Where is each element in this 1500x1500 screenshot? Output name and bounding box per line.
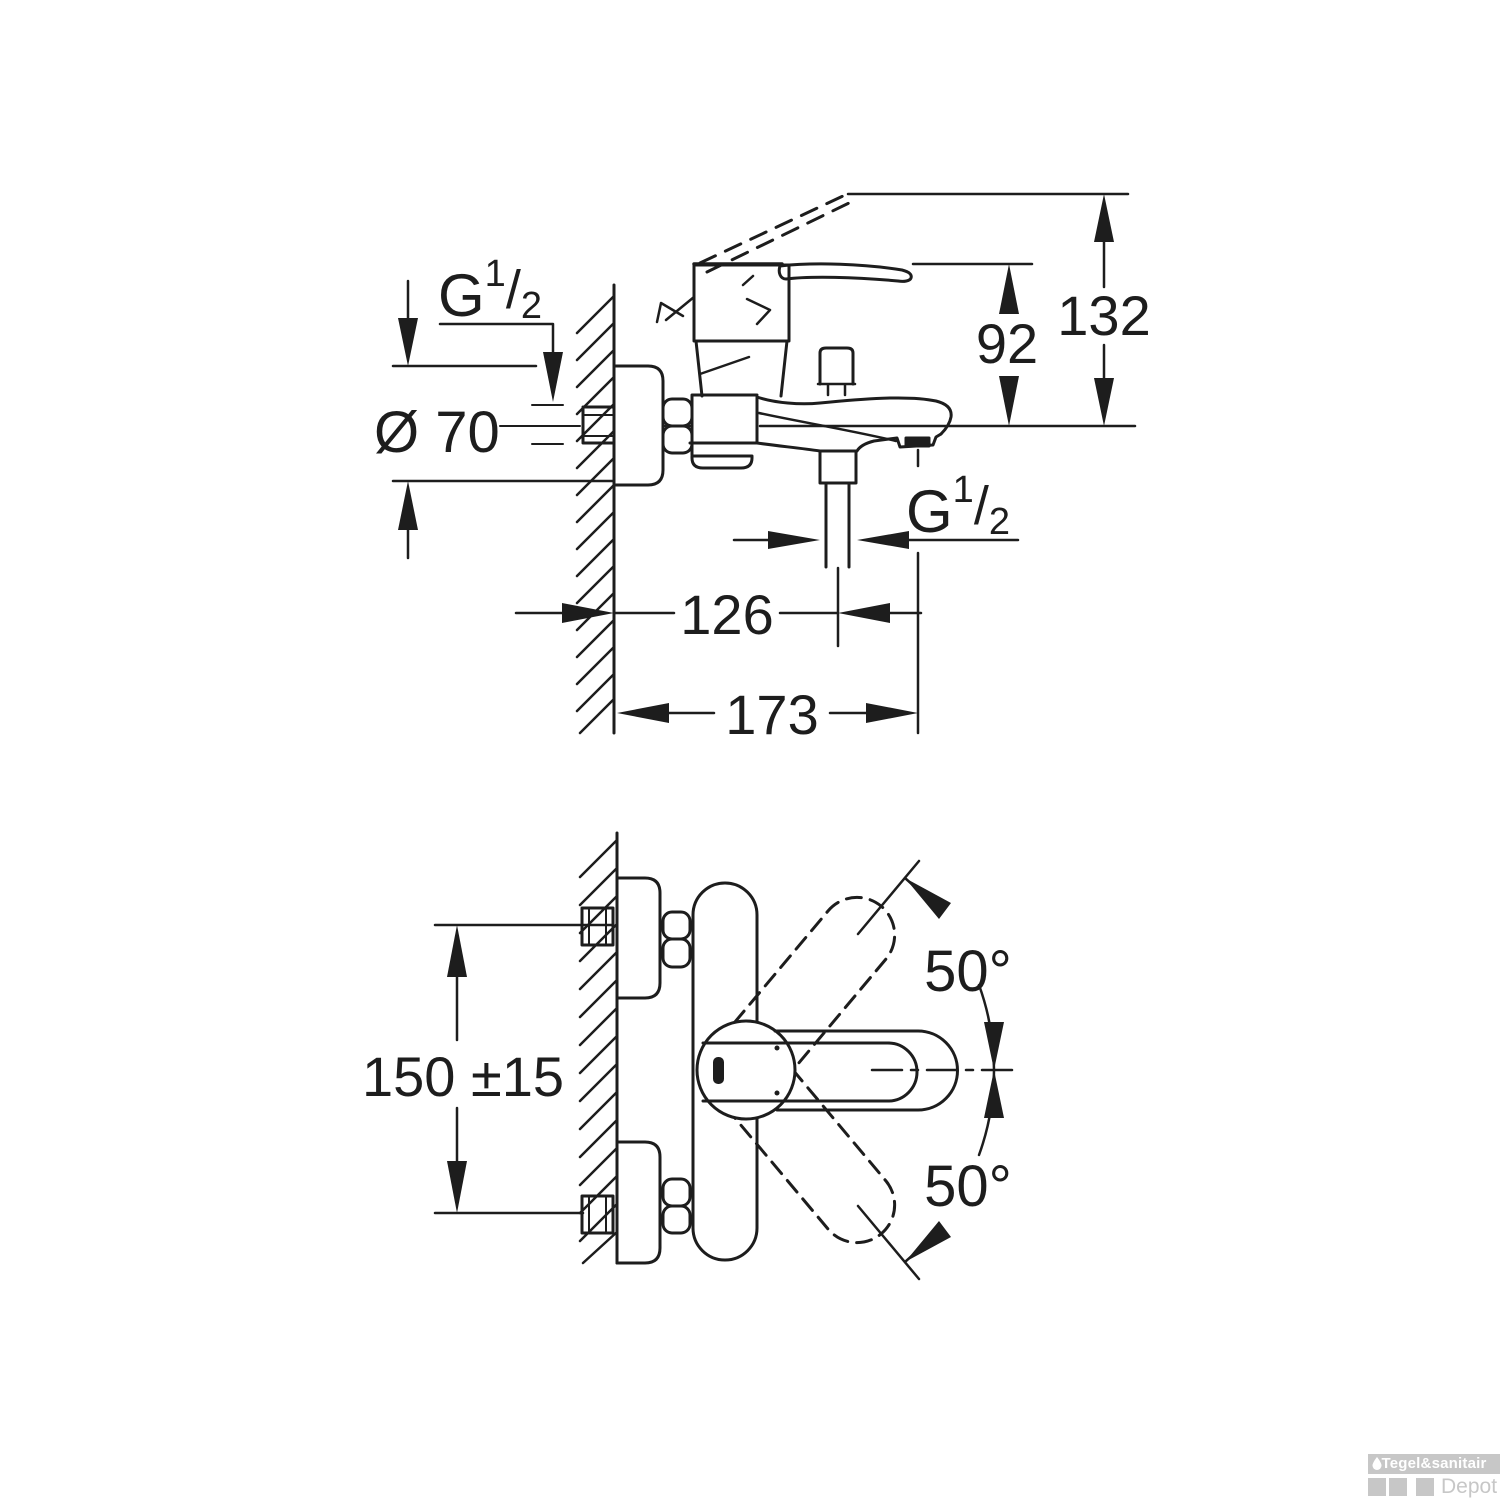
arrowhead-down <box>1094 378 1114 426</box>
supply-nipple-threads <box>588 907 607 946</box>
mounting-block <box>615 876 662 1000</box>
arrowhead-up <box>447 925 467 977</box>
watermark-brand: Tegel&sanitair <box>1368 1454 1500 1474</box>
thread-extent-stubs <box>531 404 564 445</box>
wall-hatch <box>575 294 616 735</box>
wall-flange <box>612 364 665 487</box>
union-nut <box>661 397 694 455</box>
aerator <box>904 436 931 448</box>
handle-screw-dot <box>774 1045 780 1051</box>
supply-nipple <box>580 1194 615 1235</box>
dimension-92 <box>999 264 1019 426</box>
angle-ray-up <box>856 859 921 936</box>
hose-outlet <box>818 449 858 485</box>
side-view <box>391 192 1137 735</box>
handle-assembly <box>655 194 913 398</box>
body-block <box>688 393 759 470</box>
watermark-tile <box>1416 1477 1434 1496</box>
union-nut <box>661 937 692 969</box>
plan-view <box>433 831 1017 1281</box>
supply-connection <box>499 404 616 445</box>
extension-lines <box>433 923 615 1215</box>
watermark-logo-row: Depot <box>1368 1457 1500 1498</box>
arrowhead-left <box>617 703 669 723</box>
wall-section <box>578 831 619 1265</box>
hose-thread-label: G1/2 <box>906 469 1010 545</box>
union-nut <box>661 910 692 941</box>
arrowhead-center-down <box>984 1022 1004 1070</box>
arrowhead-down <box>543 352 563 402</box>
watermark: Tegel&sanitair Depot <box>1368 1454 1500 1498</box>
extension-lines <box>391 364 616 483</box>
handle-hub <box>695 1019 797 1121</box>
arrowhead-left <box>838 603 890 623</box>
mounting-centers-label: 150 ±15 <box>362 1045 564 1108</box>
dimension-150 <box>433 923 615 1215</box>
dimension-126 <box>514 566 923 648</box>
arrowhead-up <box>398 481 418 530</box>
dimension-132 <box>1094 194 1114 426</box>
cartridge-housing <box>692 263 791 343</box>
union-nut <box>661 1204 692 1235</box>
arrowhead-up <box>1094 194 1114 242</box>
flange-diameter-label: Ø 70 <box>374 400 500 465</box>
raised-height-label: 132 <box>1057 284 1150 347</box>
wall-hatch <box>578 838 619 1265</box>
supply-nipple-threads <box>582 414 615 437</box>
handle-height-label: 92 <box>976 312 1038 375</box>
mounting-lower <box>580 1140 692 1265</box>
hose-thread-dimension <box>732 531 1020 549</box>
arrowhead-right <box>562 603 614 623</box>
dimension-70 <box>391 279 616 560</box>
watermark-sub-brand: Depot <box>1441 1474 1498 1498</box>
union-nut <box>661 1177 692 1208</box>
arrowhead-down <box>999 376 1019 426</box>
spout-top <box>755 395 953 436</box>
mounting-block <box>615 1140 662 1265</box>
handle-lever <box>777 262 913 283</box>
hose-connection-lines <box>824 481 851 569</box>
supply-nipple-threads <box>588 1195 607 1234</box>
swivel-angle-down-label: 50° <box>924 1154 1012 1219</box>
mounting-upper <box>580 876 692 1000</box>
water-droplet-icon <box>1372 1457 1382 1470</box>
arrowhead-center-up <box>984 1070 1004 1118</box>
watermark-tile <box>1389 1477 1407 1496</box>
cartridge-taper <box>694 339 789 398</box>
handle-raised-dashed <box>698 194 851 274</box>
dimension-labels: G1/2 Ø 70 92 132 126 173 G1/2 150 ±15 50… <box>362 253 1151 1219</box>
arrowhead-up <box>999 264 1019 314</box>
arrowhead-down <box>447 1161 467 1213</box>
dimension-173 <box>617 448 920 735</box>
body-underside <box>755 441 822 453</box>
angle-ray-down <box>856 1204 921 1281</box>
handle-raised-hidden-marks <box>655 274 772 376</box>
handle-grip <box>701 1041 919 1103</box>
supply-nipple <box>580 906 615 947</box>
handle-screw-dot <box>774 1090 780 1096</box>
arrowhead-down <box>398 318 418 366</box>
wall-section <box>575 283 616 735</box>
supply-thread-label: G1/2 <box>438 253 542 329</box>
hose-offset-label: 126 <box>680 583 773 646</box>
arrowhead-arc-up <box>905 878 951 919</box>
swivel-angle-dimension <box>856 859 1004 1281</box>
temperature-indicator <box>713 1057 724 1084</box>
arrowhead-arc-down <box>905 1221 951 1262</box>
supply-nipple <box>581 405 616 445</box>
arrowhead-left <box>857 531 909 549</box>
arrowhead-right <box>866 703 918 723</box>
supply-thread-leader <box>438 322 563 402</box>
watermark-droplet-tile <box>1368 1457 1386 1496</box>
diverter-knob <box>816 346 857 397</box>
swivel-angle-up-label: 50° <box>924 939 1012 1004</box>
mixer-body <box>688 393 953 569</box>
spout-reach-label: 173 <box>725 683 818 746</box>
arrowhead-right <box>768 531 820 549</box>
